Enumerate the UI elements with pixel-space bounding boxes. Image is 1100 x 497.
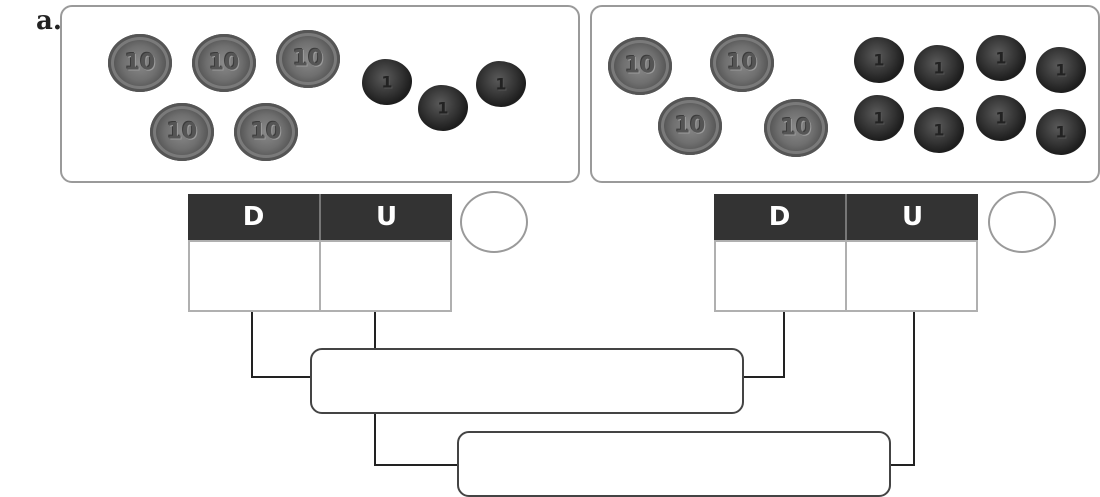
one-coin-icon: 1 bbox=[976, 95, 1026, 141]
connector-line bbox=[374, 412, 458, 466]
one-coin-icon: 1 bbox=[362, 59, 412, 105]
tens-header: D bbox=[188, 194, 319, 240]
one-coin-icon: 1 bbox=[476, 61, 526, 107]
tens-header: D bbox=[714, 194, 845, 240]
place-value-table-right: D U bbox=[714, 194, 978, 312]
coin-panel-right: 10 10 10 10 1 1 1 1 1 1 1 1 bbox=[590, 5, 1100, 183]
one-coin-icon: 1 bbox=[914, 107, 964, 153]
ten-coin-icon: 10 bbox=[710, 34, 774, 92]
ten-coin-icon: 10 bbox=[150, 103, 214, 161]
tens-answer-cell[interactable] bbox=[188, 240, 321, 312]
units-answer-cell[interactable] bbox=[845, 240, 978, 312]
one-coin-icon: 1 bbox=[854, 37, 904, 83]
one-coin-icon: 1 bbox=[1036, 109, 1086, 155]
one-coin-icon: 1 bbox=[854, 95, 904, 141]
one-coin-icon: 1 bbox=[914, 45, 964, 91]
exercise-label: a. bbox=[36, 6, 62, 36]
ten-coin-icon: 10 bbox=[234, 103, 298, 161]
ten-coin-icon: 10 bbox=[276, 30, 340, 88]
units-header: U bbox=[319, 194, 452, 240]
connector-line bbox=[251, 310, 312, 378]
units-header: U bbox=[845, 194, 978, 240]
connector-line bbox=[888, 310, 915, 466]
compare-circle-left[interactable] bbox=[460, 191, 528, 253]
connector-line bbox=[740, 310, 785, 378]
place-value-table-left: D U bbox=[188, 194, 452, 312]
tens-answer-cell[interactable] bbox=[714, 240, 847, 312]
one-coin-icon: 1 bbox=[1036, 47, 1086, 93]
ten-coin-icon: 10 bbox=[192, 34, 256, 92]
one-coin-icon: 1 bbox=[976, 35, 1026, 81]
ten-coin-icon: 10 bbox=[108, 34, 172, 92]
compare-circle-right[interactable] bbox=[988, 191, 1056, 253]
coin-panel-left: 10 10 10 10 10 1 1 1 bbox=[60, 5, 580, 183]
ten-coin-icon: 10 bbox=[608, 37, 672, 95]
answer-box-tens-sum[interactable] bbox=[310, 348, 744, 414]
ten-coin-icon: 10 bbox=[764, 99, 828, 157]
units-answer-cell[interactable] bbox=[319, 240, 452, 312]
answer-box-units-sum[interactable] bbox=[457, 431, 891, 497]
one-coin-icon: 1 bbox=[418, 85, 468, 131]
ten-coin-icon: 10 bbox=[658, 97, 722, 155]
